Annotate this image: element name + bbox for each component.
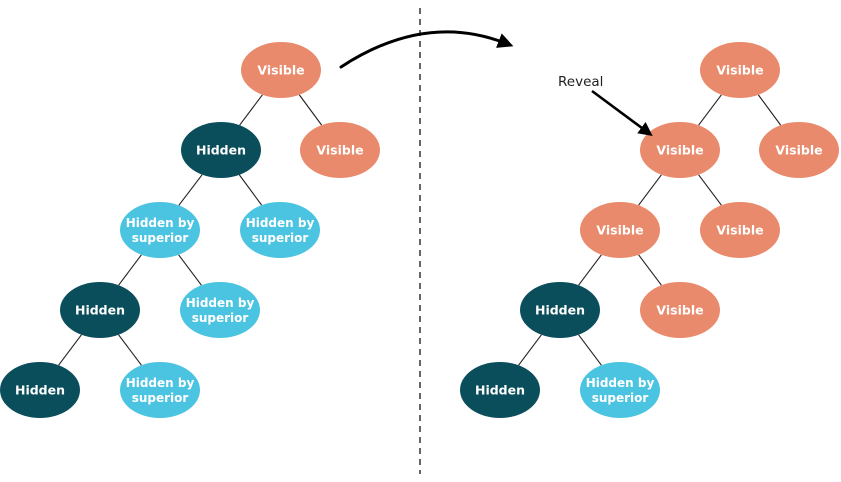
tree-edge (638, 254, 662, 286)
tree-node-visible[interactable]: Visible (759, 122, 839, 178)
annotations-layer: Reveal (339, 8, 653, 474)
node-ellipse[interactable] (241, 42, 321, 98)
node-ellipse[interactable] (580, 202, 660, 258)
node-ellipse[interactable] (700, 202, 780, 258)
node-ellipse[interactable] (640, 282, 720, 338)
node-ellipse[interactable] (460, 362, 540, 418)
node-ellipse[interactable] (580, 362, 660, 418)
tree-node-visible[interactable]: Visible (640, 282, 720, 338)
left-tree-edges (58, 94, 323, 366)
tree-edge (578, 334, 602, 366)
node-ellipse[interactable] (759, 122, 839, 178)
reveal-arrow-icon (591, 89, 653, 136)
node-ellipse[interactable] (181, 122, 261, 178)
tree-node-visible[interactable]: Visible (640, 122, 720, 178)
tree-edge (178, 254, 202, 286)
tree-node-hidden[interactable]: Hidden (181, 122, 261, 178)
node-ellipse[interactable] (300, 122, 380, 178)
tree-node-hidden[interactable]: Hidden (0, 362, 80, 418)
tree-edge (239, 94, 263, 126)
tree-edge (638, 174, 662, 206)
node-ellipse[interactable] (120, 202, 200, 258)
tree-edge (757, 94, 782, 126)
tree-node-visible[interactable]: Visible (300, 122, 380, 178)
tree-node-visible[interactable]: Visible (700, 202, 780, 258)
tree-node-hidden[interactable]: Hidden (520, 282, 600, 338)
tree-edge (518, 334, 542, 366)
reveal-label: Reveal (558, 74, 603, 90)
tree-node-hidden[interactable]: Hidden (460, 362, 540, 418)
tree-edge (578, 254, 602, 286)
tree-node-visible[interactable]: Visible (241, 42, 321, 98)
node-ellipse[interactable] (120, 362, 200, 418)
node-ellipse[interactable] (520, 282, 600, 338)
tree-edge (298, 94, 323, 126)
tree-edge (698, 94, 722, 126)
tree-edge (178, 174, 203, 206)
right-tree-edges (518, 94, 782, 366)
tree-node-visible[interactable]: Visible (700, 42, 780, 98)
node-ellipse[interactable] (640, 122, 720, 178)
tree-edge (118, 254, 142, 286)
tree-node-visible[interactable]: Visible (580, 202, 660, 258)
node-ellipse[interactable] (60, 282, 140, 338)
tree-edge (118, 334, 142, 366)
node-ellipse[interactable] (240, 202, 320, 258)
tree-edge (698, 174, 722, 206)
node-ellipse[interactable] (0, 362, 80, 418)
transform-arrow-icon (339, 30, 514, 69)
tree-edge (238, 174, 263, 206)
tree-node-hidden[interactable]: Hidden (60, 282, 140, 338)
node-ellipse[interactable] (700, 42, 780, 98)
tree-edge (58, 334, 82, 366)
node-ellipse[interactable] (180, 282, 260, 338)
